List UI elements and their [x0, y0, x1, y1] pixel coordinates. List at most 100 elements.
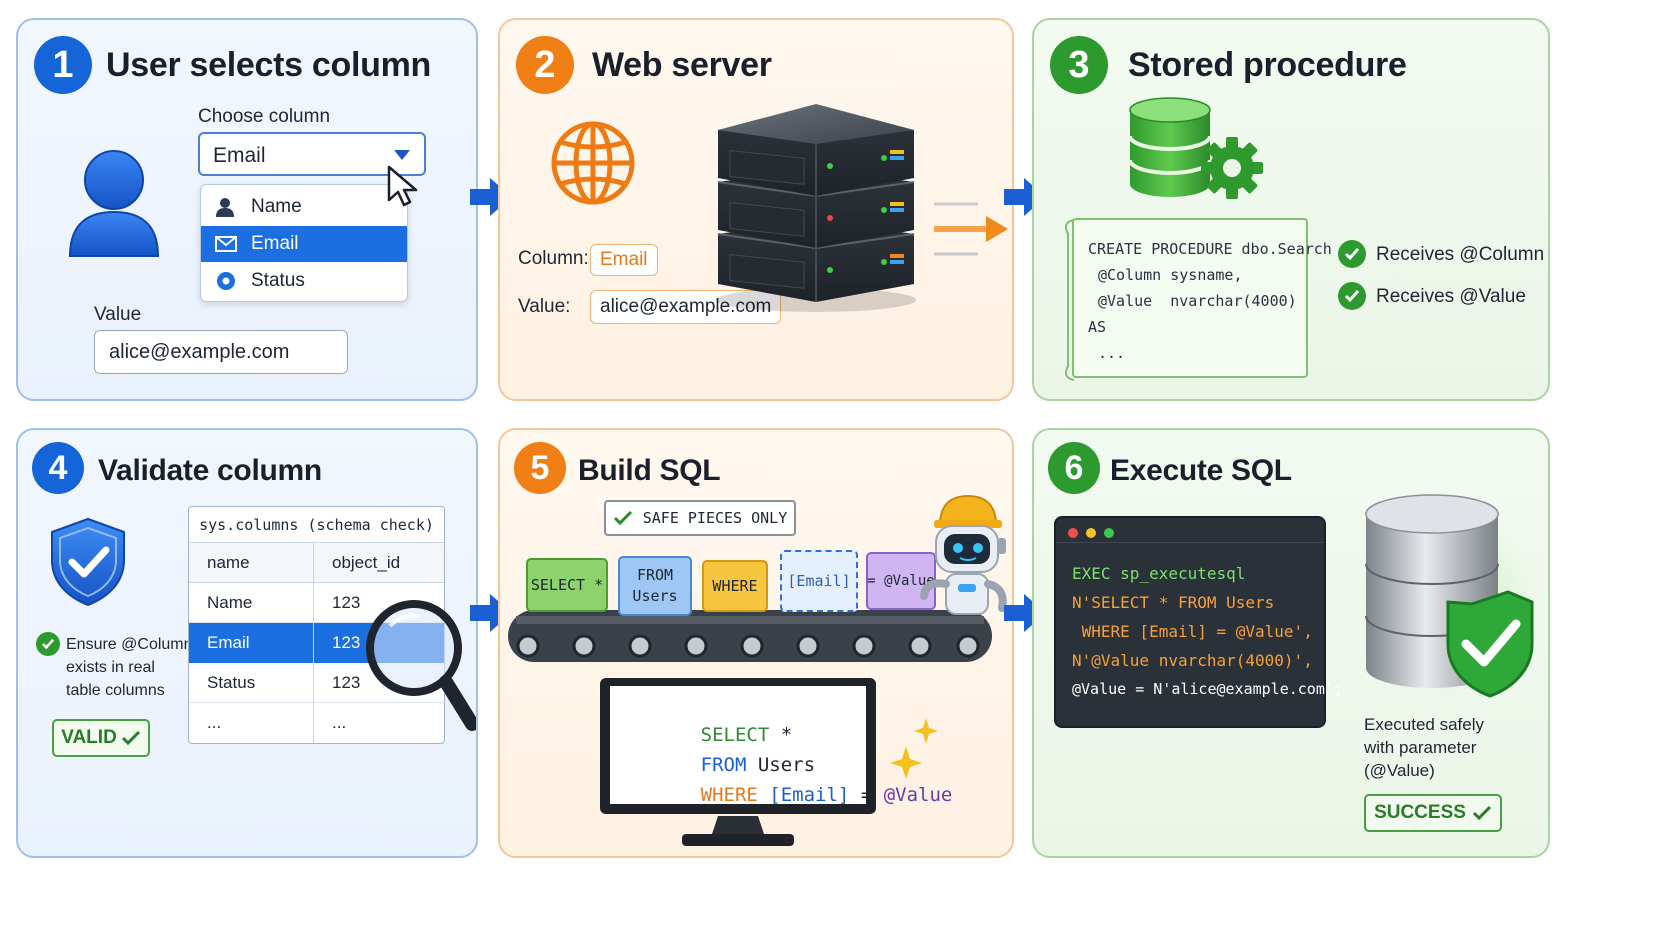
exec-line-3: WHERE [Email] = @Value', [1072, 622, 1313, 641]
step-badge-3: 3 [1050, 36, 1108, 94]
check-icon [1338, 240, 1366, 268]
step-badge-5: 5 [514, 442, 566, 494]
step-badge-2: 2 [516, 36, 574, 94]
receives-column-text: Receives @Column [1376, 244, 1545, 265]
panel-stored-procedure: 3 Stored procedure CREATE PROCEDURE dbo [1032, 18, 1550, 401]
step-badge-6: 6 [1048, 442, 1100, 494]
choose-column-label: Choose column [198, 106, 331, 127]
exec-line-2: N'SELECT * FROM Users [1072, 593, 1275, 612]
sql-operator: = [849, 784, 884, 806]
cursor-icon [387, 165, 418, 207]
sql-text: Users [746, 754, 816, 776]
table-row: Status 123 [189, 663, 444, 703]
table-cell: Status [207, 673, 256, 692]
scroll-curl-icon [1065, 219, 1075, 381]
panel-build-sql: 5 Build SQL SAFE PIECES ONLY SELECT * FR… [498, 428, 1014, 858]
column-chip: Email [590, 244, 658, 276]
magnifier-icon [366, 600, 476, 731]
panel-title: User selects column [106, 46, 432, 84]
block-column: [Email] [780, 550, 858, 612]
sql-line-2: FROM Users [632, 732, 815, 798]
table-cell: ... [332, 713, 347, 732]
check-icon [121, 730, 140, 746]
code-line: @Column sysname, [1098, 266, 1243, 284]
flow-arrow-4-5 [470, 594, 512, 632]
block-from: FROM Users [618, 556, 692, 616]
success-label: SUCCESS [1374, 802, 1466, 823]
option-status[interactable]: Status [201, 263, 407, 299]
safe-pieces-badge: SAFE PIECES ONLY [604, 500, 796, 536]
safe-pieces-label: SAFE PIECES ONLY [642, 509, 788, 527]
table-divider [313, 543, 314, 743]
column-label: Column: [518, 248, 589, 269]
column-select[interactable]: Email [198, 132, 426, 176]
code-line: CREATE PROCEDURE dbo.Search [1088, 240, 1332, 258]
panel-title: Execute SQL [1110, 454, 1292, 487]
value-input[interactable]: alice@example.com [94, 330, 348, 374]
sql-keyword: FROM [700, 754, 747, 776]
sql-line-1: SELECT * [632, 702, 793, 768]
option-label: Email [251, 233, 299, 254]
sql-column: [Email] [769, 784, 850, 806]
window-controls [1068, 528, 1114, 538]
block-where: WHERE [702, 560, 768, 612]
table-row: ... ... [189, 703, 444, 743]
table-cell: Email [207, 633, 250, 652]
table-cell: ... [207, 713, 222, 732]
exec-line-5: @Value = N'alice@example.com'; [1072, 680, 1343, 698]
flow-arrow-2-3 [1004, 178, 1046, 216]
ensure-text-line: Ensure @Column [66, 636, 193, 653]
procedure-code: CREATE PROCEDURE dbo.Search @Column sysn… [1072, 218, 1332, 378]
database-check-icon [1356, 494, 1538, 698]
sql-line-3: WHERE [Email] = @Value [632, 762, 953, 828]
monitor-icon [600, 678, 876, 846]
table-cell: 123 [332, 633, 361, 652]
panel-title: Build SQL [578, 454, 721, 487]
table-cell: 123 [332, 593, 361, 612]
step-badge-1: 1 [34, 36, 92, 94]
panel-title: Validate column [98, 454, 322, 487]
sql-param: @Value [883, 784, 953, 806]
shield-check-icon [51, 517, 125, 607]
result-text-line: (@Value) [1364, 761, 1435, 780]
ensure-text-line: table columns [66, 682, 165, 699]
chevron-down-icon [394, 150, 410, 160]
sql-text: * [769, 724, 793, 746]
sparkle-icon [890, 718, 938, 779]
conveyor-icon [508, 610, 992, 662]
table-title: sys.columns (schema check) [189, 507, 444, 543]
code-line: ... [1098, 344, 1126, 362]
sql-terminal: EXEC sp_executesql N'SELECT * FROM Users… [1054, 516, 1343, 728]
option-label: Status [251, 270, 305, 291]
valid-badge: VALID [52, 719, 150, 757]
code-line: AS [1088, 318, 1107, 336]
step-badge-4: 4 [32, 442, 84, 494]
radio-icon [217, 272, 235, 290]
panel-execute-sql: 6 Execute SQL EXEC sp_executesql N'SELEC… [1032, 428, 1550, 858]
column-header: object_id [332, 553, 401, 572]
block-select: SELECT * [526, 558, 608, 612]
server-icon [716, 104, 916, 312]
check-icon [1472, 805, 1491, 821]
result-text-line: with parameter [1364, 738, 1477, 757]
panel-title: Stored procedure [1128, 46, 1407, 84]
ensure-text-line: exists in real [66, 659, 155, 676]
table-cell: Name [207, 593, 253, 612]
option-label: Name [251, 196, 302, 217]
person-icon [216, 198, 234, 217]
column-dropdown: Name Email Status [200, 184, 408, 302]
panel-title: Web server [592, 46, 772, 84]
receives-value-text: Receives @Value [1376, 286, 1526, 307]
exec-line-1: EXEC sp_executesql [1072, 564, 1246, 583]
panel-web-server: 2 Web server Column: Email Value: alice@… [498, 18, 1014, 401]
option-name[interactable]: Name [201, 189, 407, 225]
option-email[interactable]: Email [201, 226, 407, 262]
result-text-line: Executed safely [1364, 715, 1485, 734]
selected-column: Email [213, 144, 266, 167]
exec-line-4: N'@Value nvarchar(4000)', [1072, 651, 1313, 670]
check-icon [1338, 282, 1366, 310]
panel-validate-column: 4 Validate column Ensure @Column exists … [16, 428, 478, 858]
flow-arrow-icon [934, 202, 1008, 256]
check-icon [36, 632, 60, 656]
